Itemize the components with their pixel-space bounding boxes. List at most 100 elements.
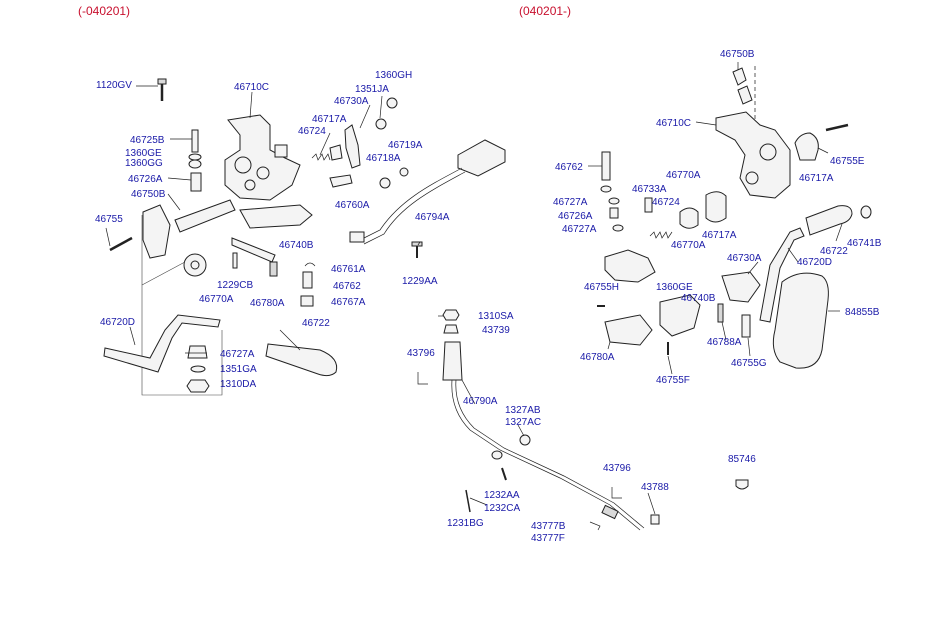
label-46761a[interactable]: 46761A [331,264,366,275]
label-46724[interactable]: 46724 [298,126,326,137]
label-46727a-r2[interactable]: 46727A [562,224,597,235]
label-46717a[interactable]: 46717A [312,114,347,125]
clip-43796-top [417,372,428,385]
label-1327ab[interactable]: 1327AB [505,405,541,416]
label-43796-top[interactable]: 43796 [407,348,435,359]
label-46710c-r[interactable]: 46710C [656,118,691,129]
label-46726a-r[interactable]: 46726A [558,211,593,222]
label-1351ja[interactable]: 1351JA [355,84,389,95]
label-46741b[interactable]: 46741B [847,238,882,249]
bracket-46710c [224,114,301,201]
label-1310da[interactable]: 1310DA [220,379,256,390]
label-46780a-r[interactable]: 46780A [580,352,615,363]
pin-46755g [741,314,751,338]
label-1229aa[interactable]: 1229AA [402,276,438,287]
label-85746[interactable]: 85746 [728,454,756,465]
label-46755e[interactable]: 46755E [830,156,865,167]
label-46717a-r2[interactable]: 46717A [702,230,737,241]
label-43777b[interactable]: 43777B [531,521,566,532]
pin-46762 [302,271,313,289]
label-46722[interactable]: 46722 [302,318,330,329]
label-43788[interactable]: 43788 [641,482,669,493]
clip-43777b [589,521,601,531]
label-46725b[interactable]: 46725B [130,135,165,146]
label-46717a-r1[interactable]: 46717A [799,173,834,184]
label-46710c[interactable]: 46710C [234,82,269,93]
label-46794a[interactable]: 46794A [415,212,450,223]
label-1232ca[interactable]: 1232CA [484,503,520,514]
label-1310sa[interactable]: 1310SA [478,311,514,322]
label-46733a[interactable]: 46733A [632,184,667,195]
label-46767a[interactable]: 46767A [331,297,366,308]
label-46755h[interactable]: 46755H [584,282,619,293]
label-46788a[interactable]: 46788A [707,337,742,348]
label-46719a[interactable]: 46719A [388,140,423,151]
label-1120gv[interactable]: 1120GV [96,80,132,91]
washer-1360ge [188,153,202,161]
lever-46780a-r [604,314,653,346]
label-46755[interactable]: 46755 [95,214,123,225]
nut-1360gh [386,97,398,109]
bolt-46755 [109,236,133,252]
label-46770a-r2[interactable]: 46770A [671,240,706,251]
bracket-46710c-r [715,111,791,199]
label-1232aa[interactable]: 1232AA [484,490,520,501]
label-46718a[interactable]: 46718A [366,153,401,164]
bushing-43739 [443,324,459,334]
label-46727a[interactable]: 46727A [220,349,255,360]
label-1360ge[interactable]: 1360GE [125,148,162,159]
label-46720d[interactable]: 46720D [100,317,135,328]
shaft-46770a [174,199,236,233]
pin-46762-r [601,151,611,181]
label-1229cb[interactable]: 1229CB [217,280,253,291]
label-46726a[interactable]: 46726A [128,174,163,185]
boot-84855b [772,272,829,369]
label-84855b[interactable]: 84855B [845,307,880,318]
bolt-1232aa [501,467,507,481]
label-43777f[interactable]: 43777F [531,533,565,544]
label-46722-r[interactable]: 46722 [820,246,848,257]
bushing-46727a-r2 [612,224,624,232]
label-46755f[interactable]: 46755F [656,375,690,386]
label-1351ga[interactable]: 1351GA [220,364,257,375]
cylinder-46717a-r [705,191,727,223]
label-46750b-r[interactable]: 46750B [720,49,755,60]
label-1327ac[interactable]: 1327AC [505,417,541,428]
label-46750b[interactable]: 46750B [131,189,166,200]
label-46724-r[interactable]: 46724 [652,197,680,208]
label-46740b[interactable]: 46740B [279,240,314,251]
label-1360ge-r[interactable]: 1360GE [656,282,693,293]
label-43739[interactable]: 43739 [482,325,510,336]
bolt-46755e [825,123,849,132]
label-46720d-r[interactable]: 46720D [797,257,832,268]
washer-1351ja [375,118,387,130]
label-46740b-r[interactable]: 46740B [681,293,716,304]
label-46762[interactable]: 46762 [333,281,361,292]
nut-1360gg [188,159,202,169]
label-1231bg[interactable]: 1231BG [447,518,484,529]
label-46727a-r1[interactable]: 46727A [553,197,588,208]
bracket-46740b-r [659,294,701,337]
cap-46767a [300,295,314,307]
cap-46741b [860,205,872,219]
label-46730a[interactable]: 46730A [334,96,369,107]
label-46762-r[interactable]: 46762 [555,162,583,173]
label-46755g[interactable]: 46755G [731,358,767,369]
label-46760a[interactable]: 46760A [335,200,370,211]
right-assembly [588,62,872,490]
label-46790a[interactable]: 46790A [463,396,498,407]
knob-46722 [265,343,338,377]
label-46770a-r1[interactable]: 46770A [666,170,701,181]
label-46730a-r[interactable]: 46730A [727,253,762,264]
spacer-46726a [190,172,202,192]
part-labels: 1120GV 46710C 1360GH 1351JA 46730A 46717… [95,49,882,544]
bracket-46750b [142,204,171,259]
bushing-43788 [650,514,660,525]
label-46770a[interactable]: 46770A [199,294,234,305]
label-1360gg[interactable]: 1360GG [125,158,163,169]
left-assembly [103,78,506,396]
label-46780a[interactable]: 46780A [250,298,285,309]
label-1360gh[interactable]: 1360GH [375,70,412,81]
label-43796-bottom[interactable]: 43796 [603,463,631,474]
